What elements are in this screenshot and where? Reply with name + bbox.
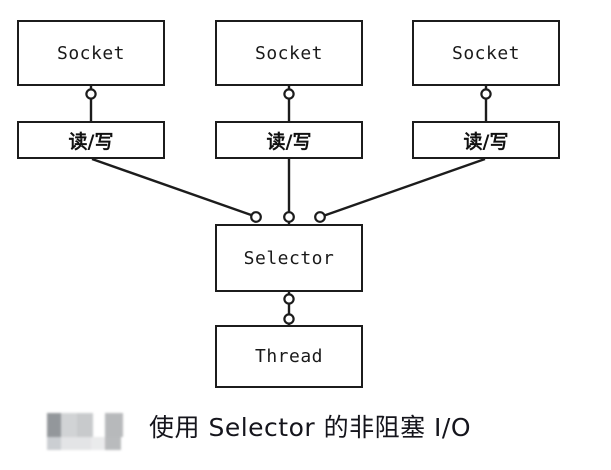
figure-caption-text: 使用 Selector 的非阻塞 I/O [149, 413, 472, 442]
thread-node: Thread [215, 325, 363, 388]
socket-node-3: Socket [412, 20, 560, 86]
socket-node-1: Socket [17, 20, 165, 86]
connector-rw1-selector [91, 157, 255, 218]
readwrite-node-2: 读/写 [215, 121, 363, 159]
socket-node-2: Socket [215, 20, 363, 86]
readwrite-node-3: 读/写 [412, 121, 560, 159]
joint-circle-thread-top [283, 313, 295, 325]
socket-node-3-label: Socket [451, 42, 521, 64]
selector-node-label: Selector [243, 247, 335, 269]
joint-circle-selector-left [250, 211, 262, 223]
socket-node-2-label: Socket [254, 42, 324, 64]
readwrite-node-1-label: 读/写 [68, 130, 114, 153]
redaction-block [47, 413, 123, 450]
connector-rw3-selector [322, 157, 486, 218]
joint-circle-selector-center [283, 211, 295, 223]
readwrite-node-2-label: 读/写 [266, 130, 312, 153]
readwrite-node-3-label: 读/写 [463, 130, 509, 153]
socket-node-1-label: Socket [56, 42, 126, 64]
joint-circle-socket1 [85, 88, 97, 100]
readwrite-node-1: 读/写 [17, 121, 165, 159]
joint-circle-socket2 [283, 88, 295, 100]
selector-node: Selector [215, 224, 363, 292]
joint-circle-socket3 [480, 88, 492, 100]
thread-node-label: Thread [254, 346, 324, 367]
joint-circle-selector-bottom [283, 293, 295, 305]
figure-caption-row: 使用 Selector 的非阻塞 I/O [0, 400, 611, 452]
joint-circle-selector-right [314, 211, 326, 223]
